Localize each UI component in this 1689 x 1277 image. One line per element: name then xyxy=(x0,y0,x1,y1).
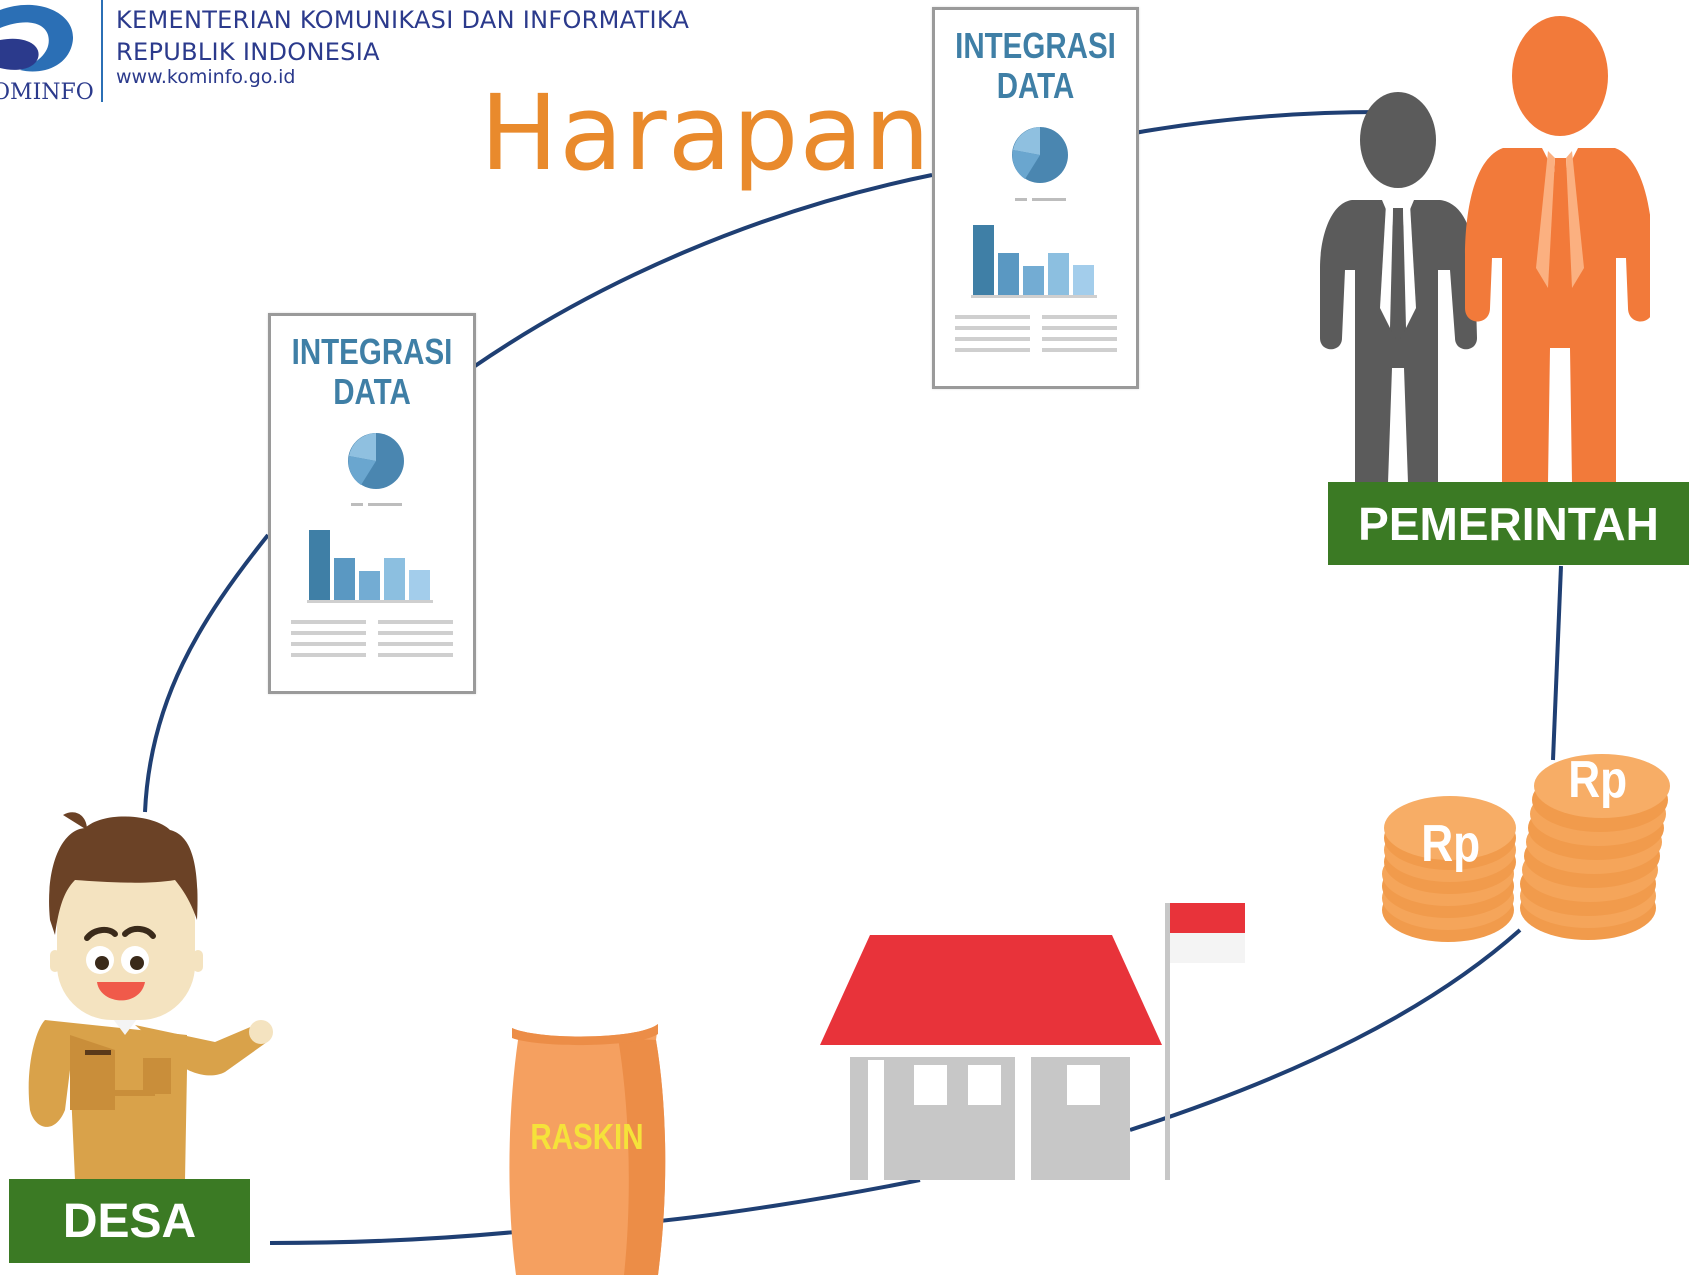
house-wall xyxy=(850,1040,1130,1180)
connector-house-to-sack xyxy=(649,1178,921,1224)
connector-coins-to-house xyxy=(1129,928,1522,1132)
house-roof xyxy=(820,935,1162,1045)
country-name: REPUBLIK INDONESIA xyxy=(116,38,380,66)
page-title: Harapan xyxy=(480,72,932,194)
coins-icon xyxy=(1382,754,1670,942)
government-officials-icon xyxy=(1320,16,1650,483)
bar-chart-icon xyxy=(309,530,330,600)
label-desa: DESA xyxy=(9,1179,250,1263)
doc-title-line-1: INTEGRASI xyxy=(955,25,1116,66)
bar-chart-icon xyxy=(973,225,994,295)
flag-white xyxy=(1170,933,1245,963)
logo-wordmark: OMINFO xyxy=(0,80,94,105)
official-orange-icon xyxy=(1465,16,1650,483)
connector-sack-to-desa xyxy=(269,1230,516,1245)
connector-pemerintah-to-coins xyxy=(1551,565,1563,761)
rice-sack-icon xyxy=(509,1024,666,1275)
data-integration-doc-left: INTEGRASI DATA xyxy=(268,313,476,694)
village-official-icon xyxy=(28,812,273,1180)
ministry-name: KEMENTERIAN KOMUNIKASI DAN INFORMATIKA xyxy=(116,6,690,34)
face xyxy=(57,865,195,1020)
village-office-icon xyxy=(820,903,1245,1180)
doc-chart-illustration xyxy=(955,127,1117,352)
coin-stack-right xyxy=(1520,754,1670,940)
label-pemerintah: PEMERINTAH xyxy=(1328,482,1689,565)
doc-title-line-2: DATA xyxy=(333,371,411,412)
hair xyxy=(49,816,198,935)
connector-doc-to-pemerintah xyxy=(1133,110,1381,135)
doc-title-line-2: DATA xyxy=(996,65,1075,106)
hand-icon xyxy=(249,1020,273,1044)
doc-title-line-1: INTEGRASI xyxy=(291,331,453,372)
connector-doc-to-doc xyxy=(470,173,933,370)
kominfo-logo-icon xyxy=(0,0,103,102)
flag-red xyxy=(1170,903,1245,933)
uniform-pocket xyxy=(143,1058,171,1094)
data-integration-doc-top: INTEGRASI DATA xyxy=(932,7,1139,389)
mouth xyxy=(97,982,145,1001)
flag-pole xyxy=(1165,903,1170,1180)
website-link[interactable]: www.kominfo.go.id xyxy=(116,66,296,88)
sack-label-raskin: RASKIN xyxy=(530,1116,644,1157)
doc-chart-illustration xyxy=(291,433,453,657)
coin-stack-left xyxy=(1382,796,1516,942)
connector-desa-to-doc xyxy=(143,533,270,813)
coin-label-right: Rp xyxy=(1568,751,1628,809)
coin-label-left: Rp xyxy=(1421,815,1481,873)
